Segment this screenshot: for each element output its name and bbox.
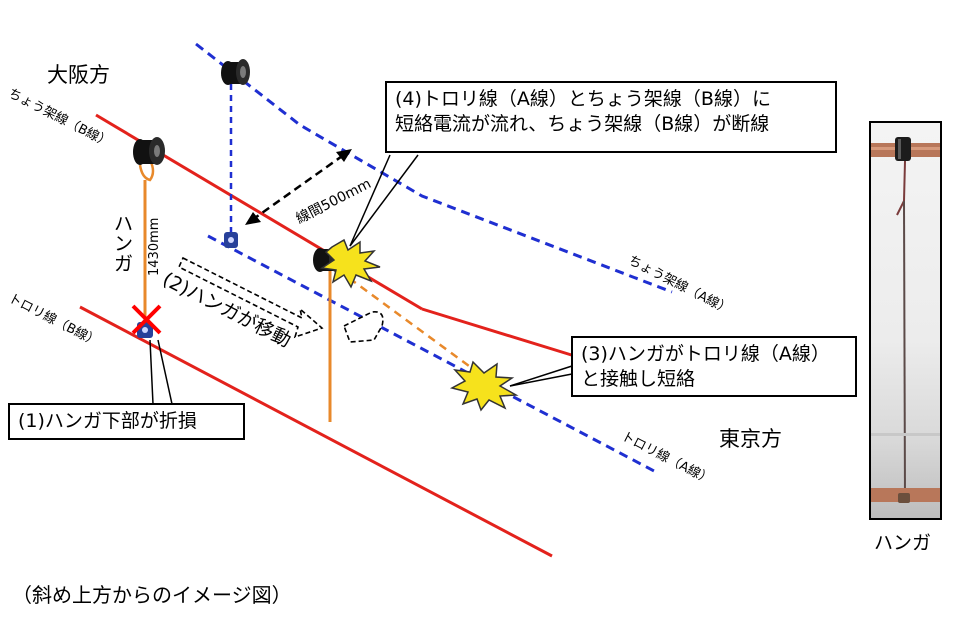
callout3-pointer-b bbox=[509, 365, 573, 387]
spacing-arrowhead-top bbox=[336, 149, 352, 162]
callout4-pointer-b bbox=[349, 154, 419, 247]
hanger-photo bbox=[869, 121, 942, 520]
spark-trolley-icon bbox=[449, 360, 519, 412]
hanger-label: ハンガ bbox=[114, 213, 134, 275]
trolley-a-wire bbox=[207, 234, 657, 474]
messenger-a-wire bbox=[195, 42, 673, 294]
callout-step4-line2: 短絡電流が流れ、ちょう架線（B線）が断線 bbox=[395, 113, 770, 136]
callout1-pointer-b bbox=[157, 339, 173, 405]
movement-hook-arrow bbox=[342, 310, 384, 343]
direction-tokyo: 東京方 bbox=[719, 427, 782, 451]
movement-arrow bbox=[177, 256, 324, 339]
hanger-b-top-hook bbox=[138, 159, 155, 182]
break-mark-icon bbox=[131, 304, 162, 335]
callout-step3-line1: (3)ハンガがトロリ線（A線） bbox=[581, 343, 830, 365]
direction-osaka: 大阪方 bbox=[47, 63, 110, 87]
callout-step1-text: (1)ハンガ下部が折損 bbox=[18, 410, 197, 432]
moved-hanger-contact-path bbox=[337, 268, 496, 387]
callout1-pointer bbox=[149, 339, 154, 405]
messenger-b-wire-broken-end bbox=[421, 307, 579, 359]
callout-step1: (1)ハンガ下部が折損 bbox=[8, 403, 245, 440]
trolley-b-wire bbox=[79, 305, 553, 558]
callout3-pointer bbox=[509, 373, 573, 387]
hanger-photo-image bbox=[871, 137, 940, 503]
insulator-a-icon bbox=[221, 59, 250, 85]
callout4-pointer bbox=[349, 154, 391, 247]
callout-step3: (3)ハンガがトロリ線（A線） と接触し短絡 bbox=[571, 336, 857, 397]
clamp-a-icon bbox=[224, 232, 238, 248]
callout-step4-line1: (4)トロリ線（A線）とちょう架線（B線）に bbox=[395, 88, 771, 110]
hanger-length-label: 1430mm bbox=[147, 217, 162, 276]
insulator-b-icon bbox=[133, 137, 165, 165]
callout-step4: (4)トロリ線（A線）とちょう架線（B線）に 短絡電流が流れ、ちょう架線（B線）… bbox=[385, 81, 837, 153]
spark-messenger-icon bbox=[319, 238, 381, 289]
spacing-arrowhead-bottom bbox=[245, 212, 261, 225]
callout-step3-line2: と接触し短絡 bbox=[581, 368, 696, 391]
spacing-arrow bbox=[251, 152, 346, 222]
photo-label: ハンガ bbox=[874, 532, 932, 554]
diagram-caption: （斜め上方からのイメージ図） bbox=[12, 583, 292, 607]
